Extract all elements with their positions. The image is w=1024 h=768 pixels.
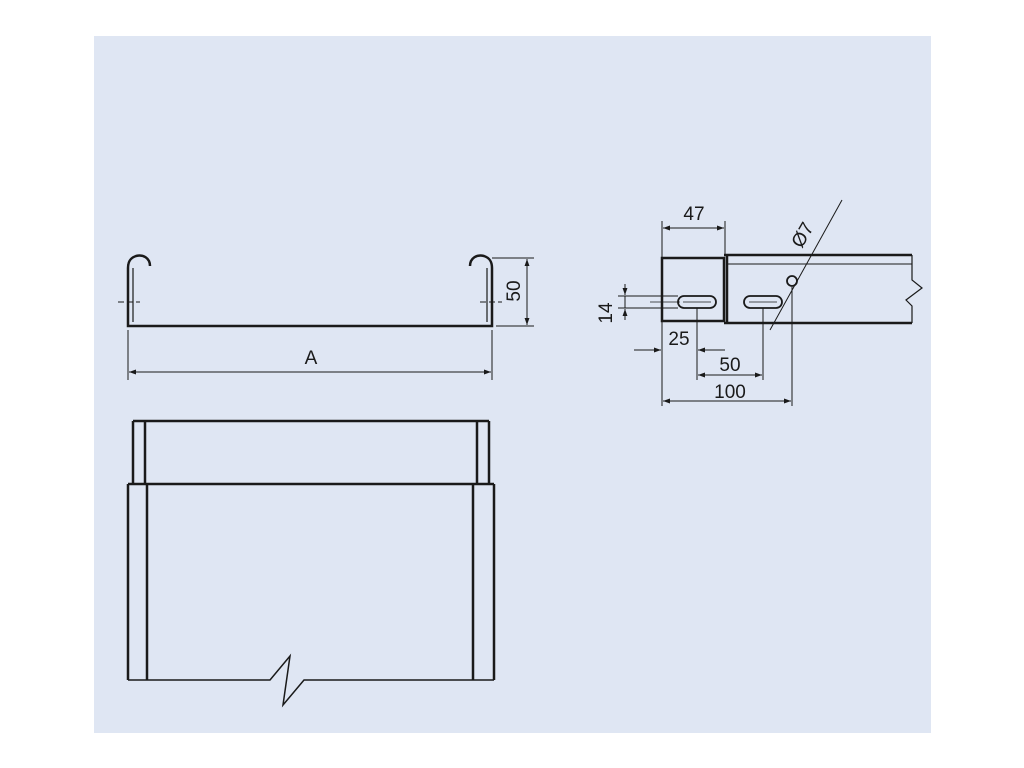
side-detail-view [618,199,923,406]
width-label: A [305,348,318,369]
slot-spacing-label: 50 [719,355,740,376]
tray-profile [126,254,494,328]
cross-section-view [118,254,534,380]
height-label: 50 [504,280,525,301]
end-section [660,256,726,323]
hole-diameter-label: Ø7 [788,219,819,251]
slot-height-label: 14 [596,302,617,324]
slot-offset-label: 25 [668,329,689,350]
plan-view [126,419,496,708]
hole-offset-label: 100 [714,382,746,403]
hole-leader [769,199,843,331]
end-width-label: 47 [683,204,704,225]
side-break-line [905,255,923,323]
plan-break-line [128,653,494,708]
